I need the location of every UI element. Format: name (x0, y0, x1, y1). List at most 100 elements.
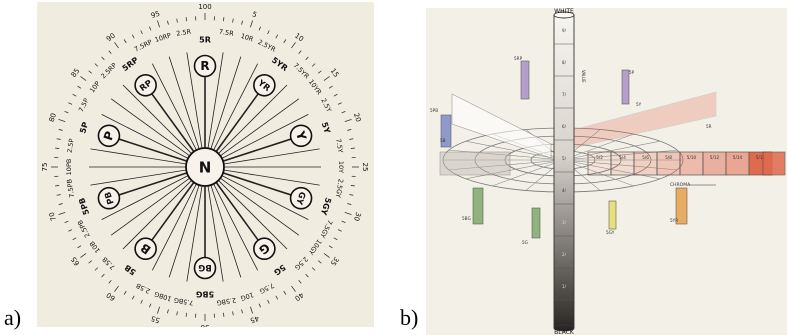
hue-step-label: 7.5Y (334, 138, 344, 153)
hue-label: 5R (706, 124, 712, 129)
chroma-step-label: 5/6 (642, 155, 649, 160)
hue-tick (283, 290, 287, 295)
hue-spoke (207, 185, 224, 282)
hue-spoke (101, 113, 189, 159)
hue-tick (298, 50, 302, 54)
hue-tick (56, 138, 61, 140)
hue-label: 5PB (430, 108, 438, 113)
hue-tick (344, 119, 352, 122)
hue-spoke (151, 63, 197, 151)
hue-tick (223, 312, 225, 317)
hue-tick (232, 18, 234, 23)
hue-tick (131, 34, 135, 39)
hue-number-label: 85 (70, 67, 82, 79)
hue-tick (68, 102, 73, 105)
left-chroma-strip (439, 151, 511, 176)
hue-tick (131, 295, 135, 300)
chroma-step-label: 5/14 (733, 155, 743, 160)
hue-tick (350, 185, 355, 187)
hue-step-label: 2.5G (293, 255, 310, 272)
principal-hue-label: GY (293, 190, 307, 206)
hue-spoke (151, 183, 197, 271)
hue-spoke (210, 184, 242, 278)
hue-step-label: 5P (78, 121, 90, 135)
hue-tick (68, 229, 73, 232)
hue-tick (176, 18, 178, 23)
caption-a: a) (4, 305, 22, 330)
hue-step-label: 7.5BG (173, 296, 194, 307)
hue-spoke (218, 84, 288, 154)
chroma-step-label: 5/2 (596, 155, 603, 160)
hue-number-label: 30 (352, 211, 362, 222)
hue-step-label: 5YR (270, 55, 289, 73)
hue-tick (267, 30, 270, 35)
hue-step-label: 5R (199, 36, 211, 45)
hue-swatch-green (472, 187, 484, 225)
hue-swatch-purple (621, 69, 630, 105)
hue-tick (283, 39, 287, 44)
principal-hue-circle (134, 73, 157, 97)
hue-swatch-yellow (608, 200, 617, 230)
value-step-label: 3/ (562, 220, 567, 225)
hue-tick (241, 309, 243, 314)
hue-tick (94, 63, 99, 67)
hue-number-label: 25 (361, 163, 369, 172)
munsell-hue-circle: 5101520253035404550556065707580859095100… (41, 3, 369, 327)
hue-tick (305, 273, 309, 278)
hue-number-label: 75 (41, 163, 49, 172)
hue-tick (55, 185, 60, 187)
hue-number-label: 95 (150, 10, 161, 20)
hue-step-label: 10R (240, 32, 255, 44)
hue-step-label: 7.5G (258, 281, 275, 295)
hue-step-label: 5Y (320, 121, 332, 135)
hue-tick (101, 273, 105, 278)
value-step-label: 4/ (562, 188, 567, 193)
hue-number-label: 5 (251, 10, 258, 19)
hue-step-label: 5B (123, 263, 138, 277)
hue-radial-line (562, 159, 661, 180)
hue-spoke (110, 177, 190, 236)
chroma-step-label: 5/4 (619, 155, 626, 160)
hue-tick (323, 253, 330, 258)
hue-step-label: 5PB (77, 197, 91, 216)
hue-step-label: 10B (88, 239, 102, 254)
hue-tick (64, 220, 69, 223)
hue-step-label: 2.5R (176, 27, 192, 37)
hue-number-label: 35 (329, 255, 341, 267)
hue-number-label: 55 (150, 314, 161, 324)
hue-number-label: 20 (352, 112, 362, 123)
hue-number-label: 50 (201, 323, 210, 327)
hue-step-label: 2.5P (66, 138, 76, 153)
hue-step-label: 2.5GY (334, 178, 345, 198)
hue-tick (77, 85, 82, 89)
hue-spoke (168, 56, 200, 150)
hue-step-label: 5BG (196, 290, 214, 299)
hue-radial-line (465, 159, 564, 180)
hue-step-label: 10YR (307, 78, 324, 97)
hue-tick (318, 260, 322, 264)
hue-tick (80, 253, 87, 258)
hue-spoke (220, 98, 300, 157)
hue-tick (328, 85, 333, 89)
hue-spoke (150, 181, 195, 242)
cylinder-top (553, 11, 575, 19)
hue-spoke (218, 180, 288, 250)
hue-tick (176, 311, 178, 316)
principal-hue-circle (97, 186, 121, 210)
hue-tick (114, 42, 119, 49)
hue-spoke (117, 172, 188, 197)
hue-step-label: 5GY (319, 196, 333, 216)
hue-tick (349, 194, 354, 196)
principal-hue-label: Y (293, 129, 309, 143)
hue-spoke (110, 98, 190, 157)
value-step-label: 9/ (562, 28, 567, 33)
value-step-label: 8/ (562, 60, 567, 65)
hue-tick (328, 245, 333, 249)
hue-step-label: 2.5YR (257, 38, 278, 54)
hue-swatch-purple-blue (520, 60, 530, 100)
hue-spoke (221, 113, 309, 159)
hue-spoke (186, 52, 203, 149)
hue-tick (167, 309, 169, 314)
hue-swatch-red (762, 151, 786, 176)
